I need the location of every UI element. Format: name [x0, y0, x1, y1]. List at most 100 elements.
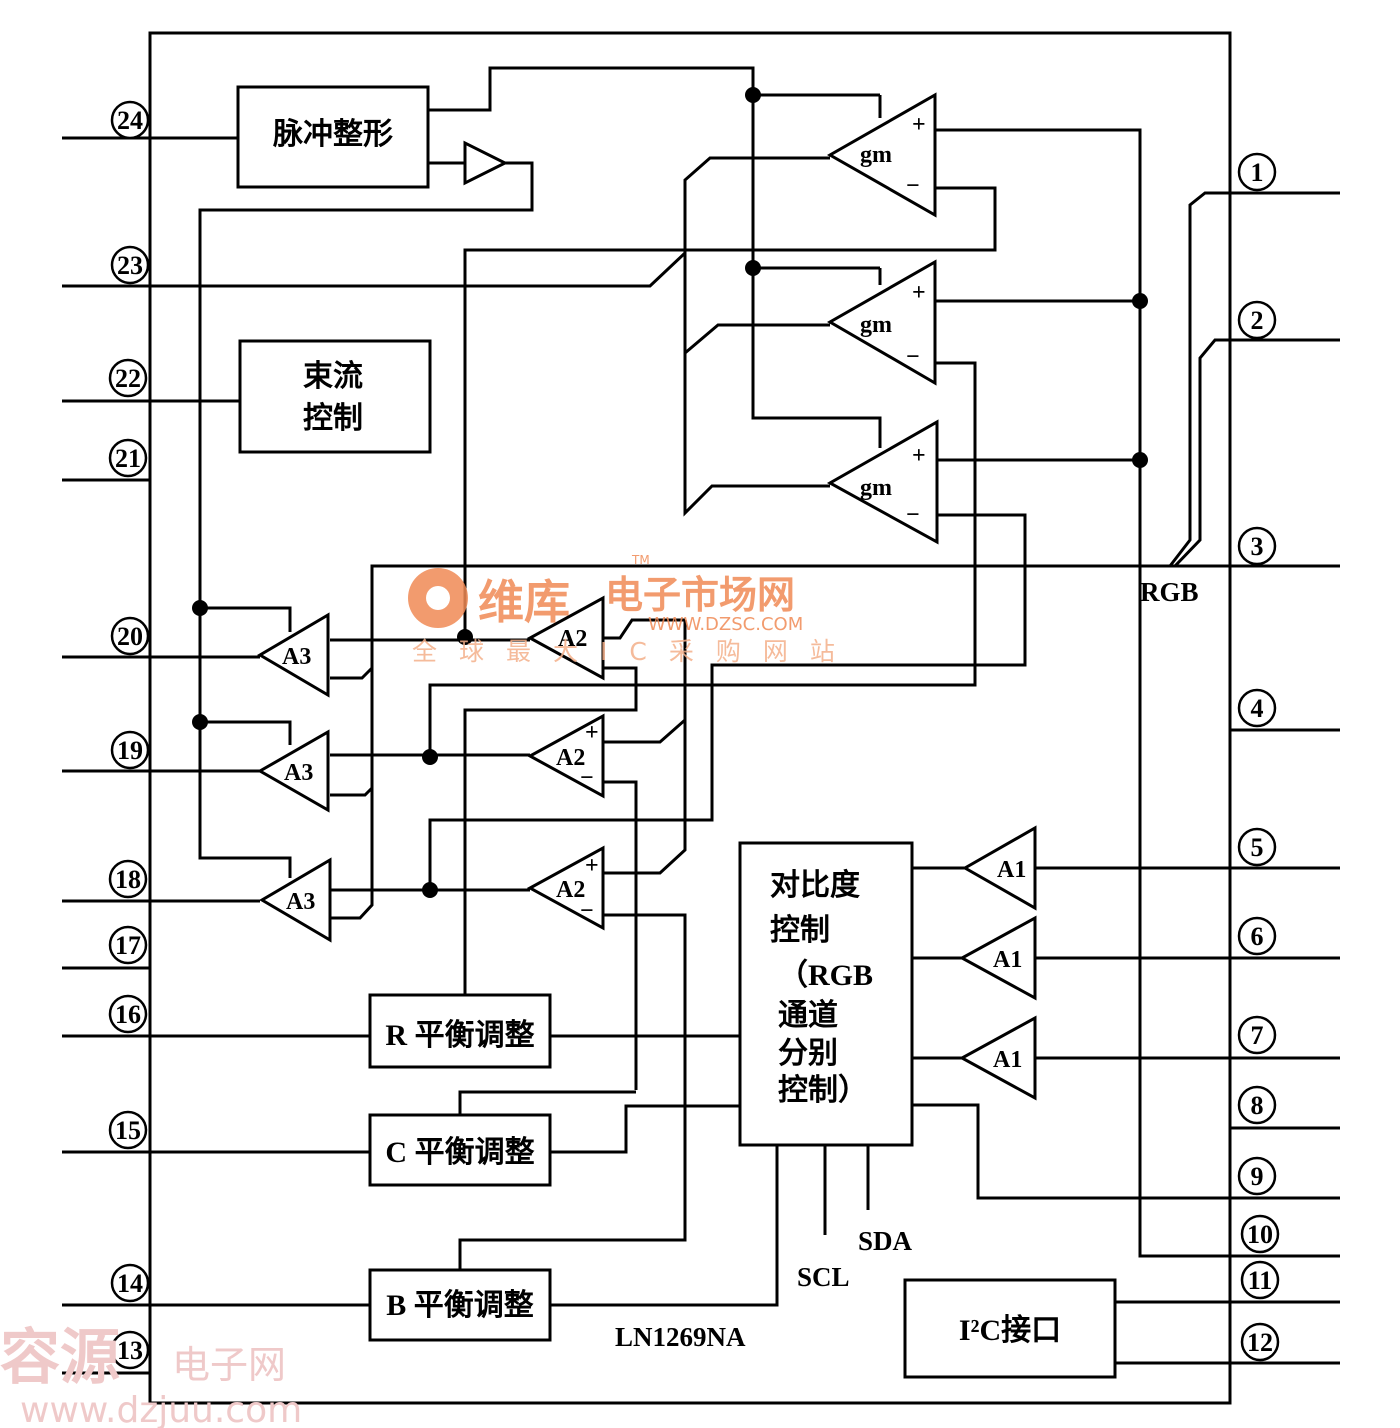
svg-text:13: 13 — [117, 1336, 143, 1365]
chip-outline — [148, 31, 1232, 1405]
svg-text:−: − — [906, 502, 920, 528]
svg-text:gm: gm — [860, 142, 892, 168]
dzsc-slogan: 全球最大IC采购网站 — [412, 637, 857, 666]
svg-text:gm: gm — [860, 312, 892, 338]
svg-text:A2: A2 — [558, 626, 587, 652]
svg-text:A3: A3 — [286, 889, 315, 915]
c-balance-label: C 平衡调整 — [385, 1136, 534, 1169]
pin-18: 18 — [108, 859, 148, 899]
svg-text:23: 23 — [117, 251, 143, 280]
svg-text:+: + — [912, 112, 926, 138]
watermark-dzjuu: 容源 电子网 www.dzjuu.com — [0, 1323, 302, 1428]
pin-14: 14 — [110, 1263, 150, 1303]
pin-24: 24 — [110, 100, 150, 140]
svg-text:A1: A1 — [997, 857, 1026, 883]
junction-dots — [192, 87, 1148, 898]
svg-text:−: − — [580, 898, 594, 924]
svg-text:4: 4 — [1251, 694, 1264, 723]
pin-23: 23 — [110, 245, 150, 285]
pin-19: 19 — [110, 730, 150, 770]
a1-amp-3: A1 — [958, 1015, 1037, 1101]
svg-text:20: 20 — [117, 622, 143, 651]
pin-5: 5 — [1237, 827, 1277, 867]
pin-15: 15 — [108, 1110, 148, 1150]
pin-8: 8 — [1237, 1085, 1277, 1125]
rgb-label: RGB — [1140, 577, 1199, 607]
svg-text:A1: A1 — [993, 947, 1022, 973]
a2-amp-2: A2 + − — [526, 713, 605, 799]
gm-amp-1: gm + − — [826, 92, 937, 218]
pin-20: 20 — [110, 616, 150, 656]
svg-text:11: 11 — [1248, 1266, 1273, 1295]
pin-3: 3 — [1237, 526, 1277, 566]
a1-amp-1: A1 — [961, 825, 1037, 911]
dzjuu-sub: 电子网 — [172, 1343, 286, 1387]
contrast-line-5: 分别 — [778, 1037, 838, 1070]
pin-13: 13 — [110, 1330, 150, 1370]
contrast-line-4: 通道 — [778, 999, 838, 1032]
a3-amp-2: A3 — [256, 729, 330, 813]
pin-7: 7 — [1237, 1015, 1277, 1055]
gm-amp-3: gm + − — [826, 419, 939, 545]
svg-text:19: 19 — [117, 736, 143, 765]
svg-text:7: 7 — [1251, 1021, 1264, 1050]
pin-4: 4 — [1237, 688, 1277, 728]
pin-10: 10 — [1240, 1214, 1280, 1254]
svg-text:+: + — [585, 720, 599, 746]
svg-text:24: 24 — [117, 106, 143, 135]
pin-6: 6 — [1237, 916, 1277, 956]
pulse-shaping-label: 脉冲整形 — [273, 118, 393, 151]
contrast-line-3: （RGB — [778, 958, 873, 992]
pin-labels: 24 23 22 21 20 19 18 17 16 15 14 13 1 2 … — [108, 100, 1280, 1370]
svg-text:8: 8 — [1251, 1091, 1264, 1120]
svg-text:A3: A3 — [284, 760, 313, 786]
beam-current-label-1: 束流 — [303, 360, 363, 393]
svg-text:3: 3 — [1251, 532, 1264, 561]
pin-17: 17 — [108, 925, 148, 965]
wiring — [150, 66, 1230, 1365]
pin-22: 22 — [108, 358, 148, 398]
svg-text:15: 15 — [115, 1116, 141, 1145]
pin-11: 11 — [1240, 1260, 1280, 1300]
svg-text:−: − — [580, 765, 594, 791]
pin-16: 16 — [108, 994, 148, 1034]
r-balance-block: R 平衡调整 — [368, 993, 552, 1069]
svg-text:5: 5 — [1251, 833, 1264, 862]
svg-text:17: 17 — [115, 931, 141, 960]
svg-text:2: 2 — [1251, 306, 1264, 335]
gm-amp-2: gm + − — [826, 259, 937, 386]
a3-amp-3: A3 — [259, 857, 332, 943]
b-balance-block: B 平衡调整 — [368, 1268, 552, 1342]
contrast-control-block: 对比度 控制 （RGB 通道 分别 控制） — [738, 841, 914, 1147]
pin-12: 12 — [1240, 1322, 1280, 1362]
pulse-shaping-block: 脉冲整形 — [236, 85, 430, 189]
svg-text:A3: A3 — [282, 644, 311, 670]
beam-current-block: 束流 控制 — [238, 339, 432, 454]
svg-text:12: 12 — [1247, 1328, 1273, 1357]
svg-text:gm: gm — [860, 475, 892, 501]
svg-text:+: + — [912, 443, 926, 469]
svg-text:6: 6 — [1251, 922, 1264, 951]
a2-amp-1: A2 — [526, 595, 605, 681]
beam-current-label-2: 控制 — [303, 402, 363, 435]
scl-label: SCL — [797, 1262, 850, 1292]
r-balance-label: R 平衡调整 — [385, 1019, 534, 1052]
b-balance-label: B 平衡调整 — [386, 1289, 534, 1322]
pin-2: 2 — [1237, 300, 1277, 340]
dzsc-brand: 维库 — [478, 575, 570, 629]
a3-amp-1: A3 — [257, 612, 330, 698]
watermark-dzsc: 维库 电子市场网 TM WWW.DZSC.COM 全球最大IC采购网站 — [408, 553, 857, 666]
svg-text:10: 10 — [1247, 1220, 1273, 1249]
svg-text:+: + — [585, 853, 599, 879]
svg-text:1: 1 — [1251, 158, 1264, 187]
contrast-line-2: 控制 — [770, 914, 830, 947]
i2c-label: I²C接口 — [959, 1314, 1061, 1347]
svg-text:21: 21 — [115, 444, 141, 473]
contrast-line-1: 对比度 — [770, 869, 860, 902]
dzjuu-url: www.dzjuu.com — [20, 1390, 302, 1428]
svg-text:A2: A2 — [556, 745, 585, 771]
svg-text:14: 14 — [117, 1269, 143, 1298]
svg-text:+: + — [912, 280, 926, 306]
